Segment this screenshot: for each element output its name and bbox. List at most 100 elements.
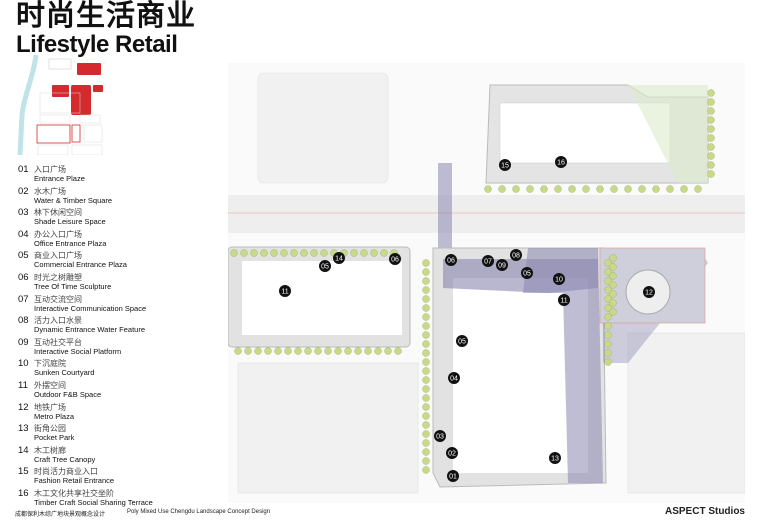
tree <box>284 347 292 355</box>
tree <box>604 313 612 321</box>
svg-text:09: 09 <box>498 263 506 270</box>
tree <box>310 249 318 257</box>
legend-num: 03 <box>18 207 29 219</box>
legend-num: 01 <box>18 164 29 175</box>
legend-cn: 商业入口广场 <box>34 251 82 261</box>
legend-en: Pocket Park <box>34 433 75 443</box>
tree <box>360 249 368 257</box>
svg-text:12: 12 <box>645 290 653 297</box>
plan-marker: 11 <box>558 294 570 306</box>
tree <box>324 347 332 355</box>
plan-marker: 11 <box>279 285 291 297</box>
plan-marker: 03 <box>434 430 446 442</box>
legend-num: 11 <box>18 379 28 391</box>
legend-num: 04 <box>18 228 29 240</box>
tree <box>380 249 388 257</box>
tree <box>609 254 617 262</box>
tree <box>234 347 242 355</box>
tree <box>264 347 272 355</box>
legend-num: 05 <box>18 250 29 262</box>
plan-marker: 15 <box>499 159 511 171</box>
tree <box>422 412 430 420</box>
plan-marker: 01 <box>447 470 459 482</box>
tree <box>604 286 612 294</box>
plan-marker: 12 <box>643 286 655 298</box>
tree <box>422 430 430 438</box>
tree <box>609 308 617 316</box>
legend-cn: 木工文化共享社交坐阶 <box>34 488 114 498</box>
legend-num: 12 <box>18 401 29 413</box>
tree <box>240 249 248 257</box>
tree <box>609 272 617 280</box>
tree <box>422 295 430 303</box>
tree <box>638 185 646 193</box>
legend-num: 16 <box>18 487 29 499</box>
tree <box>422 340 430 348</box>
legend-en: Dynamic Entrance Water Feature <box>34 325 146 335</box>
tree <box>609 281 617 289</box>
plan-marker: 07 <box>482 255 494 267</box>
tree <box>422 259 430 267</box>
legend-cn: 林下休闲空间 <box>34 208 82 218</box>
tree <box>707 170 715 178</box>
tree <box>294 347 302 355</box>
tree <box>422 304 430 312</box>
legend-cn: 时尚活力商业入口 <box>34 467 98 477</box>
svg-text:11: 11 <box>281 289 288 296</box>
legend-cn: 街角公园 <box>34 424 66 434</box>
tree <box>320 249 328 257</box>
tree <box>582 185 590 193</box>
svg-text:06: 06 <box>447 258 455 265</box>
tree <box>604 358 612 366</box>
tree <box>422 322 430 330</box>
plan-marker: 05 <box>521 267 533 279</box>
tree <box>604 322 612 330</box>
tree <box>707 89 715 97</box>
svg-text:14: 14 <box>335 256 343 263</box>
plan-marker: 13 <box>549 452 561 464</box>
tree <box>707 125 715 133</box>
tree <box>707 143 715 151</box>
tree <box>350 249 358 257</box>
tree <box>334 347 342 355</box>
legend-en: Interactive Communication Space <box>34 303 147 313</box>
legend-cn: 互动社交平台 <box>34 337 82 347</box>
legend-num: 08 <box>18 315 29 327</box>
tree <box>609 290 617 298</box>
svg-text:08: 08 <box>512 253 520 260</box>
tree <box>707 161 715 169</box>
legend-num: 02 <box>18 185 29 197</box>
tree <box>280 249 288 257</box>
tree <box>314 347 322 355</box>
plan-marker: 14 <box>333 252 345 264</box>
tree <box>422 313 430 321</box>
legend-en: Tree Of Time Sculpture <box>34 281 112 291</box>
legend-en: Timber Craft Social Sharing Terrace <box>34 497 153 507</box>
plan-marker: 08 <box>510 249 522 261</box>
svg-text:11: 11 <box>560 298 567 305</box>
tree <box>707 134 715 142</box>
tree <box>364 347 372 355</box>
legend-en: Outdoor F&B Space <box>34 389 102 399</box>
tree <box>609 299 617 307</box>
tree <box>498 185 506 193</box>
tree <box>244 347 252 355</box>
legend-en: Commercial Entrance Plaza <box>34 260 127 270</box>
legend-cn: 水木广场 <box>34 186 66 196</box>
legend-cn: 入口广场 <box>34 165 66 174</box>
legend-num: 06 <box>18 271 29 283</box>
legend-en: Office Entrance Plaza <box>34 238 107 248</box>
tree <box>374 347 382 355</box>
legend-cn: 下沉庭院 <box>34 359 66 369</box>
tree <box>274 347 282 355</box>
tree <box>422 439 430 447</box>
brand-logo: ASPECT Studios <box>664 506 745 517</box>
